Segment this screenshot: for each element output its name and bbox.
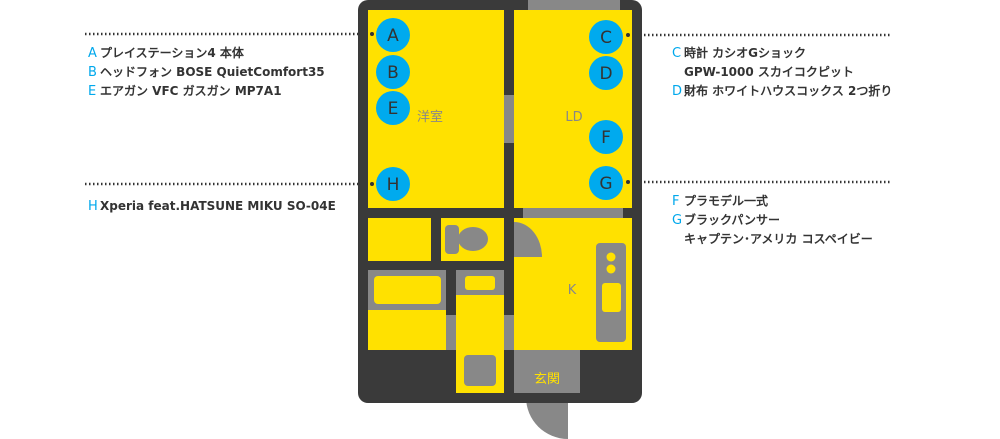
marker-circle xyxy=(376,55,410,89)
marker-circle xyxy=(376,91,410,125)
marker-circle xyxy=(589,120,623,154)
item-text: ヘッドフォン BOSE QuietComfort35 xyxy=(100,65,325,79)
item-text: 財布 ホワイトハウスコックス 2つ折り xyxy=(684,84,893,98)
washing-machine xyxy=(464,355,496,386)
marker-f: F xyxy=(589,120,623,154)
item-text: プラモデル一式 xyxy=(684,194,769,208)
bathtub xyxy=(374,276,441,304)
marker-letter: G xyxy=(599,174,612,194)
room-label-ld: LD xyxy=(565,110,582,125)
item-key: D xyxy=(672,84,683,99)
marker-circle xyxy=(589,166,623,200)
washbasin xyxy=(465,276,495,290)
toilet-bowl xyxy=(458,227,488,251)
item-text: ブラックパンサー xyxy=(684,213,781,227)
room-label-entrance: 玄関 xyxy=(534,372,560,387)
marker-letter: E xyxy=(388,99,399,119)
closet xyxy=(368,218,431,261)
item-f: F プラモデル一式 xyxy=(672,192,873,211)
leader-dot xyxy=(626,180,630,184)
marker-letter: D xyxy=(599,64,612,84)
item-key: C xyxy=(672,46,682,61)
item-key: E xyxy=(88,84,97,99)
door-western-ld xyxy=(504,95,514,143)
leader-dot xyxy=(370,32,374,36)
marker-e: E xyxy=(376,91,410,125)
marker-d: D xyxy=(589,56,623,90)
item-text: Xperia feat.HATSUNE MIKU SO-04E xyxy=(100,199,336,213)
item-text: プレイステーション4 本体 xyxy=(100,46,244,60)
entrance-door-swing xyxy=(526,393,568,439)
marker-a: A xyxy=(376,18,410,52)
marker-letter: H xyxy=(387,175,400,195)
marker-letter: A xyxy=(387,26,399,46)
stove-burner xyxy=(606,252,616,262)
marker-letter: B xyxy=(387,63,399,83)
marker-b: B xyxy=(376,55,410,89)
toilet-tank xyxy=(445,225,459,254)
door-ld-k xyxy=(523,208,623,218)
leader-dot xyxy=(626,33,630,37)
washroom-door xyxy=(504,315,514,350)
bathroom-door xyxy=(446,315,456,350)
entrance xyxy=(514,350,580,393)
marker-c: C xyxy=(589,20,623,54)
toilet-door-swing xyxy=(514,222,542,257)
item-text: 時計 カシオGショック xyxy=(684,46,807,60)
bathroom-floor xyxy=(368,310,446,350)
marker-letter: C xyxy=(600,28,612,48)
item-key: B xyxy=(88,65,97,80)
item-key: A xyxy=(88,46,97,61)
item-text: エアガン VFC ガスガン MP7A1 xyxy=(100,84,282,98)
marker-g: G xyxy=(589,166,623,200)
stove-burner xyxy=(606,264,616,274)
item-g: キャプテン･アメリカ コスペイビー xyxy=(672,230,873,249)
marker-h: H xyxy=(376,167,410,201)
kitchen-sink xyxy=(602,283,621,312)
item-text: GPW-1000 スカイコクピット xyxy=(684,65,854,79)
marker-circle xyxy=(589,20,623,54)
window xyxy=(528,0,620,10)
marker-circle xyxy=(589,56,623,90)
room-label-western: 洋室 xyxy=(417,109,443,125)
item-key: H xyxy=(88,199,98,214)
item-text: キャプテン･アメリカ コスペイビー xyxy=(684,232,873,246)
marker-letter: F xyxy=(601,128,611,148)
marker-circle xyxy=(376,167,410,201)
item-c: GPW-1000 スカイコクピット xyxy=(672,63,892,82)
item-key: G xyxy=(672,213,683,228)
marker-circle xyxy=(376,18,410,52)
leader-dot xyxy=(370,182,374,186)
room-label-kitchen: K xyxy=(568,283,577,298)
item-key: F xyxy=(672,194,680,209)
